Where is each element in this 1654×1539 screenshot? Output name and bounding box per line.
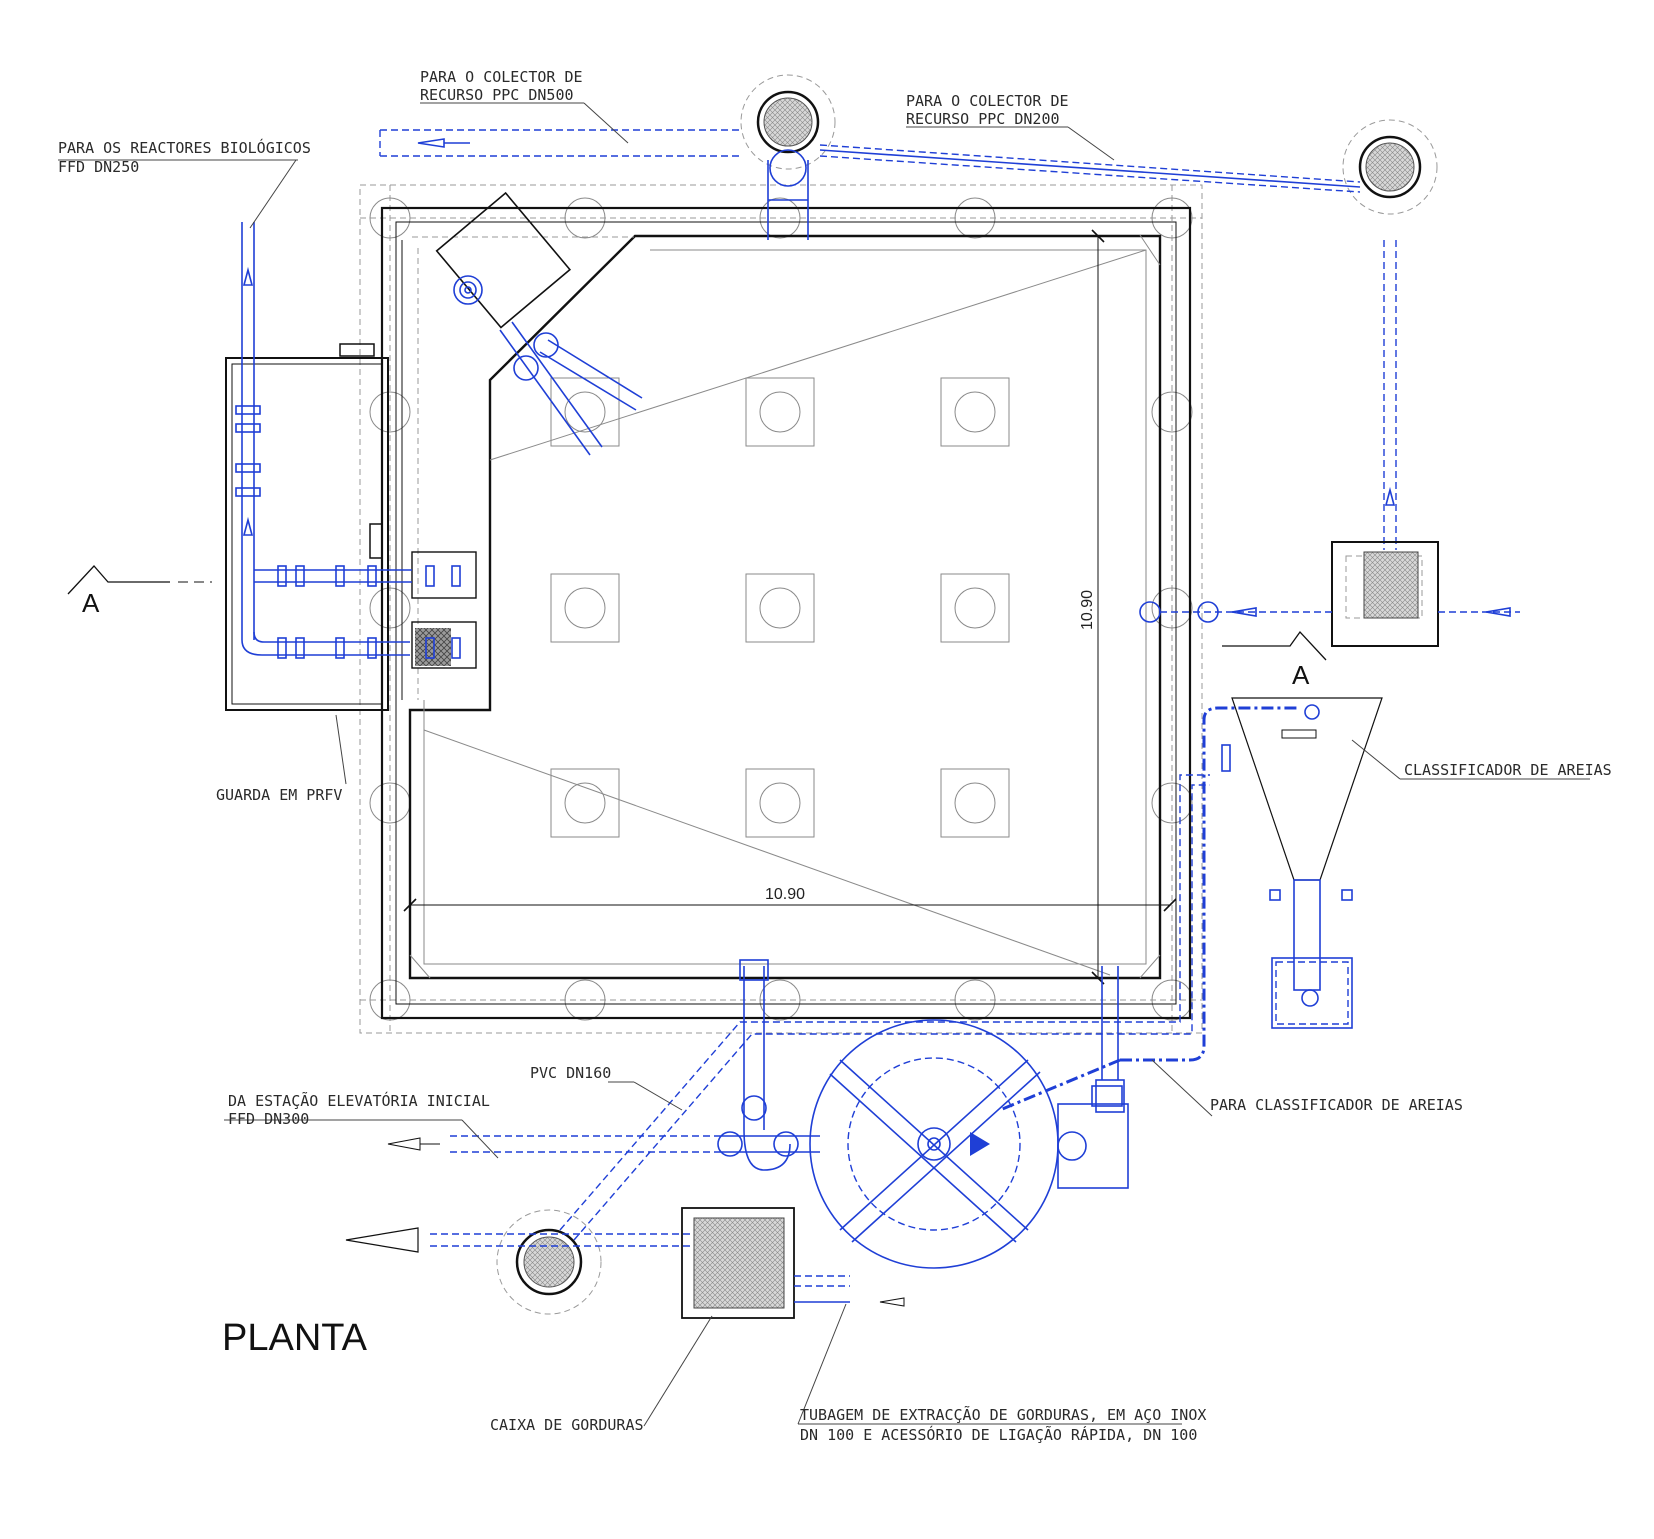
screen-box-right [1139, 541, 1520, 647]
valve [451, 637, 461, 659]
pipe-to-collector-dn500 [379, 129, 742, 157]
grid-column-marker [954, 979, 996, 1021]
label-colector200-line2: RECURSO PPC DN200 [906, 110, 1060, 128]
column-circle [564, 391, 606, 433]
desander-tank [809, 1019, 1129, 1269]
grid-column-marker [759, 979, 801, 1021]
dimension-horizontal: 10.90 [403, 886, 1177, 912]
manhole-outlet [345, 1209, 720, 1315]
valve [335, 637, 345, 659]
column-circle [954, 587, 996, 629]
column-base [940, 768, 1010, 838]
column-base [745, 768, 815, 838]
manhole-top-right [1342, 119, 1438, 215]
section-marker-left: A [82, 588, 100, 618]
valve [425, 565, 435, 587]
pipe-to-collector-dn200 [819, 144, 1361, 193]
flange [235, 423, 261, 433]
grid-column-marker [369, 979, 411, 1021]
valve [451, 565, 461, 587]
label-guarda: GUARDA EM PRFV [216, 786, 342, 804]
valve [367, 637, 377, 659]
column-circle [759, 391, 801, 433]
column-circle [954, 391, 996, 433]
guard-enclosure [225, 343, 389, 711]
label-estacao-line2: FFD DN300 [228, 1110, 309, 1128]
valve-chamber-corner [435, 191, 643, 456]
leader-lines [58, 102, 1590, 1427]
grid-column-marker [1151, 782, 1193, 824]
grid-column-marker [564, 979, 606, 1021]
pipe-vertical-center [739, 959, 1125, 1171]
label-classificador: CLASSIFICADOR DE AREIAS [1404, 761, 1612, 779]
column-base [940, 573, 1010, 643]
valve [295, 637, 305, 659]
grid-column-marker [1151, 197, 1193, 239]
column-circle [759, 782, 801, 824]
flange [235, 405, 261, 415]
grid-column-marker [1151, 587, 1193, 629]
label-colector500-line1: PARA O COLECTOR DE [420, 68, 583, 86]
grit-classifier [1221, 697, 1383, 1029]
label-caixa: CAIXA DE GORDURAS [490, 1416, 644, 1434]
dimension-horizontal-value: 10.90 [765, 886, 805, 903]
grid-column-marker [369, 587, 411, 629]
label-reactores-line1: PARA OS REACTORES BIOLÓGICOS [58, 138, 311, 157]
label-tubagem-line1: TUBAGEM DE EXTRACÇÃO DE GORDURAS, EM AÇO… [800, 1405, 1206, 1424]
pipe-to-reactors [235, 222, 461, 659]
column-circle [564, 587, 606, 629]
flange [235, 487, 261, 497]
label-para-classificador: PARA CLASSIFICADOR DE AREIAS [1210, 1096, 1463, 1114]
pump-chamber [411, 551, 477, 669]
section-cut-right: A [1222, 630, 1327, 690]
dimension-vertical-value: 10.90 [1079, 590, 1096, 630]
pipe-inlet-dn300 [387, 1131, 820, 1157]
column-circle [564, 782, 606, 824]
label-colector500-line2: RECURSO PPC DN500 [420, 86, 574, 104]
annotations: PARA OS REACTORES BIOLÓGICOS FFD DN250 P… [58, 68, 1612, 1444]
grid-column-marker [1151, 391, 1193, 433]
grid-column-marker [369, 197, 411, 239]
grid-column-marker [369, 391, 411, 433]
dimension-vertical: 10.90 [1079, 229, 1105, 985]
grease-box [681, 1207, 905, 1319]
column-base [940, 377, 1010, 447]
column-base [550, 768, 620, 838]
column-circle [759, 587, 801, 629]
valve [277, 637, 287, 659]
pipe-pvc-dn160 [559, 774, 1210, 1241]
label-colector200-line1: PARA O COLECTOR DE [906, 92, 1069, 110]
flange [235, 463, 261, 473]
section-cut-left: A [67, 565, 212, 618]
column-base [745, 573, 815, 643]
pipe-right-vertical [1383, 240, 1397, 550]
label-estacao-line1: DA ESTAÇÃO ELEVATÓRIA INICIAL [228, 1091, 490, 1110]
grid-column-marker [1151, 979, 1193, 1021]
valve [335, 565, 345, 587]
valve [425, 637, 435, 659]
section-marker-right: A [1292, 660, 1310, 690]
structural-grid [359, 184, 1203, 1034]
valve [367, 565, 377, 587]
label-tubagem-line2: DN 100 E ACESSÓRIO DE LIGAÇÃO RÁPIDA, DN… [800, 1425, 1197, 1444]
drawing-title: PLANTA [222, 1317, 368, 1359]
column-circle [954, 782, 996, 824]
valve [295, 565, 305, 587]
valve [277, 565, 287, 587]
manhole-top-center [740, 74, 836, 240]
column-base [550, 573, 620, 643]
grid-column-marker [759, 197, 801, 239]
label-pvc: PVC DN160 [530, 1064, 611, 1082]
column-base [745, 377, 815, 447]
grid-column-marker [954, 197, 996, 239]
column-base [550, 377, 620, 447]
label-reactores-line2: FFD DN250 [58, 158, 139, 176]
pipe-to-grit-classifier [999, 706, 1300, 1112]
grid-column-marker [564, 197, 606, 239]
